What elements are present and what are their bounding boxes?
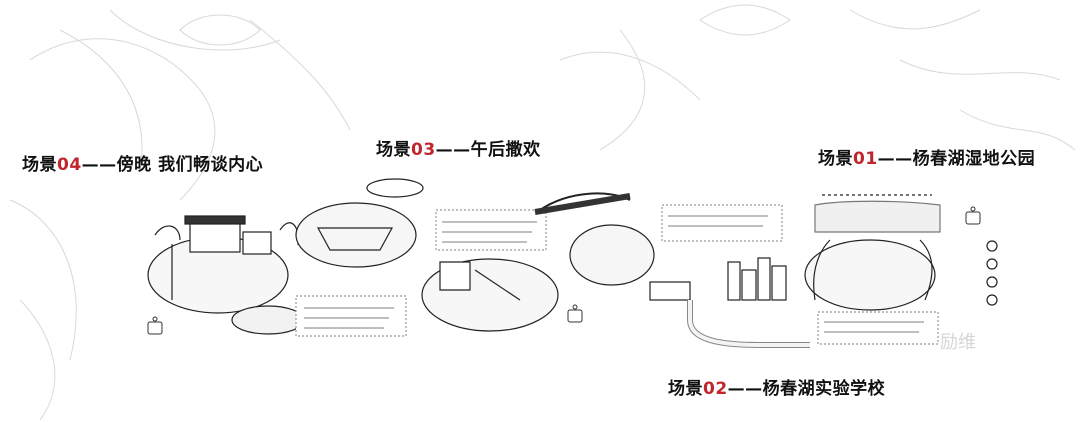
scene-separator: ——	[727, 379, 763, 399]
scene-prefix: 场景	[376, 140, 411, 160]
scene-label-01: 场景01——杨春湖湿地公园	[818, 144, 1035, 169]
scene-number: 01	[853, 149, 878, 169]
scene-title: 杨春湖湿地公园	[912, 149, 1036, 169]
scene-prefix: 场景	[22, 155, 57, 175]
scene-prefix: 场景	[668, 379, 703, 399]
scene-separator: ——	[877, 149, 913, 169]
scene-04-illustration	[147, 215, 407, 337]
scene-number: 03	[411, 140, 436, 160]
scene-title: 傍晚 我们畅谈内心	[116, 155, 264, 175]
scene-title: 午后撒欢	[470, 140, 541, 160]
robot-mascot-icon	[147, 206, 981, 335]
scene-label-03: 场景03——午后撒欢	[376, 135, 541, 160]
background-floral-sketch	[9, 4, 1076, 421]
scene-prefix: 场景	[818, 149, 853, 169]
scene-label-02: 场景02——杨春湖实验学校	[668, 374, 885, 399]
watermark: 励维	[940, 332, 976, 353]
scene-01-illustration	[804, 194, 998, 345]
scene-02-illustration	[649, 204, 810, 348]
dot-column	[986, 240, 998, 306]
scene-03-illustration	[295, 178, 655, 332]
scene-number: 04	[57, 155, 82, 175]
scene-title: 杨春湖实验学校	[762, 379, 886, 399]
scene-separator: ——	[81, 155, 117, 175]
scene-number: 02	[703, 379, 728, 399]
scene-separator: ——	[435, 140, 471, 160]
scene-label-04: 场景04——傍晚 我们畅谈内心	[22, 150, 263, 175]
